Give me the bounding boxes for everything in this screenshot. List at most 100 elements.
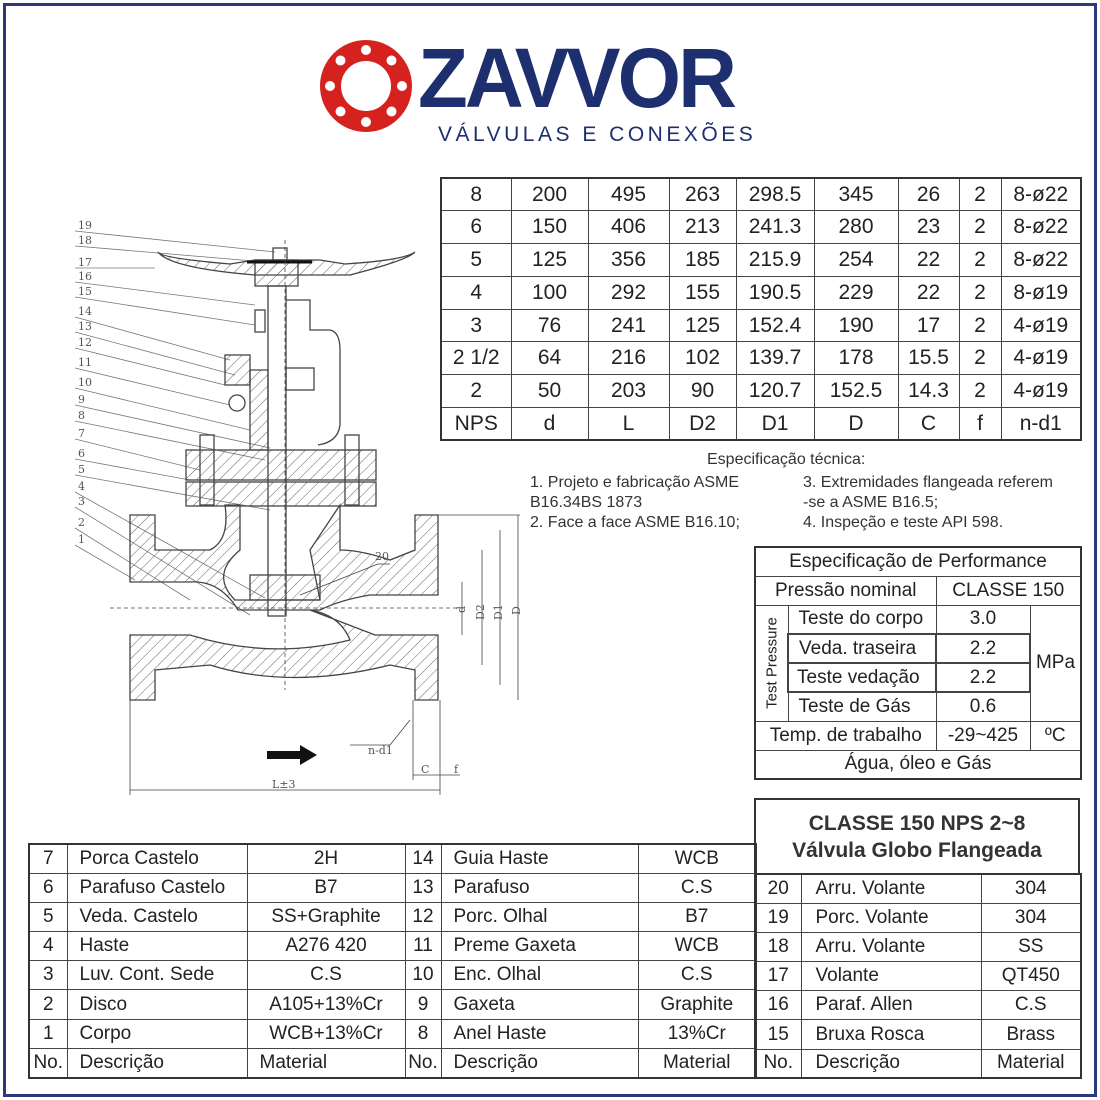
part-description: Gaxeta <box>440 989 639 1020</box>
spec-title: Especificação técnica: <box>707 451 866 468</box>
spec-item: 1. Projeto e fabricação ASME <box>530 474 739 491</box>
part-material: SS <box>980 931 1082 963</box>
dimension-header: C <box>897 407 960 441</box>
test-label: Teste de Gás <box>787 691 937 722</box>
dimension-cell: 178 <box>813 341 899 376</box>
part-number: 1 <box>28 1018 68 1049</box>
callout-leader <box>74 404 271 449</box>
callout-leader <box>74 245 266 263</box>
header-material: Material <box>246 1047 406 1079</box>
part-number: 15 <box>754 1019 802 1050</box>
callout-15: 15 <box>78 285 92 298</box>
part-description: Parafuso Castelo <box>66 872 248 903</box>
part-number: 18 <box>754 931 802 963</box>
part-number: 19 <box>754 902 802 933</box>
callout-11: 11 <box>78 356 92 369</box>
dimension-cell: 215.9 <box>735 243 815 277</box>
dimension-header: D2 <box>668 407 737 441</box>
part-number: 12 <box>404 901 442 933</box>
part-description: Corpo <box>66 1018 248 1049</box>
part-description: Porca Castelo <box>66 843 248 874</box>
part-number: 10 <box>404 960 442 991</box>
brand-name: ZAVVOR <box>418 31 737 125</box>
dimension-cell: 200 <box>510 177 589 212</box>
part-description: Porc. Olhal <box>440 901 639 933</box>
dimension-cell: 241 <box>587 308 670 343</box>
dimension-cell: 2 <box>958 341 1002 376</box>
callout-leader <box>74 347 226 386</box>
dimension-cell: 8 <box>440 177 512 212</box>
part-material: Graphite <box>637 989 757 1020</box>
dimension-cell: 155 <box>668 275 737 310</box>
dimension-cell: 8-ø19 <box>1000 275 1082 310</box>
part-number: 16 <box>754 990 802 1021</box>
part-number: 5 <box>28 901 68 933</box>
callout-leader <box>74 367 231 406</box>
callout-leader <box>74 438 201 471</box>
part-material: 2H <box>246 843 406 874</box>
part-material: WCB <box>637 843 757 874</box>
dimension-cell: 23 <box>897 210 960 245</box>
dimension-cell: 15.5 <box>897 341 960 376</box>
dimension-cell: 3 <box>440 308 512 343</box>
part-material: WCB <box>637 931 757 962</box>
part-number: 11 <box>404 931 442 962</box>
dimension-cell: 8-ø22 <box>1000 243 1082 277</box>
callout-16: 16 <box>78 270 92 283</box>
dimension-cell: 4-ø19 <box>1000 374 1082 409</box>
part-number: 2 <box>28 989 68 1020</box>
dimension-cell: 2 1/2 <box>440 341 512 376</box>
performance-table: Especificação de Performance Pressão nom… <box>754 546 1082 780</box>
spec-item: 3. Extremidades flangeada referem <box>803 474 1053 491</box>
dimension-header: f <box>958 407 1002 441</box>
temp-label: Temp. de trabalho <box>754 720 937 751</box>
test-label: Veda. traseira <box>787 633 937 664</box>
dimension-cell: 2 <box>958 374 1002 409</box>
dimension-cell: 4-ø19 <box>1000 341 1082 376</box>
callout-5: 5 <box>78 463 85 476</box>
dimension-cell: 2 <box>440 374 512 409</box>
part-number: 8 <box>404 1018 442 1049</box>
part-description: Anel Haste <box>440 1018 639 1049</box>
callout-9: 9 <box>78 393 85 406</box>
test-label: Teste do corpo <box>787 604 937 635</box>
dimension-cell: 26 <box>897 177 960 212</box>
media-label: Água, óleo e Gás <box>754 749 1082 780</box>
dimension-cell: 292 <box>587 275 670 310</box>
header-description: Descrição <box>440 1047 639 1079</box>
dim-label-f: f <box>454 763 459 776</box>
callout-12: 12 <box>78 336 92 349</box>
part-material: Brass <box>980 1019 1082 1050</box>
dimension-cell: 8-ø22 <box>1000 177 1082 212</box>
part-material: SS+Graphite <box>246 901 406 933</box>
nominal-value: CLASSE 150 <box>935 575 1082 606</box>
test-value: 0.6 <box>935 691 1031 722</box>
dimension-cell: 102 <box>668 341 737 376</box>
part-number: 3 <box>28 960 68 991</box>
dimension-cell: 241.3 <box>735 210 815 245</box>
spec-item: B16.34BS 1873 <box>530 494 643 511</box>
callout-10: 10 <box>78 376 92 389</box>
flow-direction-arrow-icon <box>267 745 317 765</box>
dimension-cell: 139.7 <box>735 341 815 376</box>
dimension-cell: 356 <box>587 243 670 277</box>
callout-3: 3 <box>78 495 85 508</box>
dimension-cell: 345 <box>813 177 899 212</box>
test-value: 2.2 <box>935 633 1031 664</box>
dimension-cell: 5 <box>440 243 512 277</box>
dimension-cell: 152.4 <box>735 308 815 343</box>
part-description: Haste <box>66 931 248 962</box>
dimension-cell: 298.5 <box>735 177 815 212</box>
dimension-cell: 229 <box>813 275 899 310</box>
dimension-cell: 100 <box>510 275 589 310</box>
